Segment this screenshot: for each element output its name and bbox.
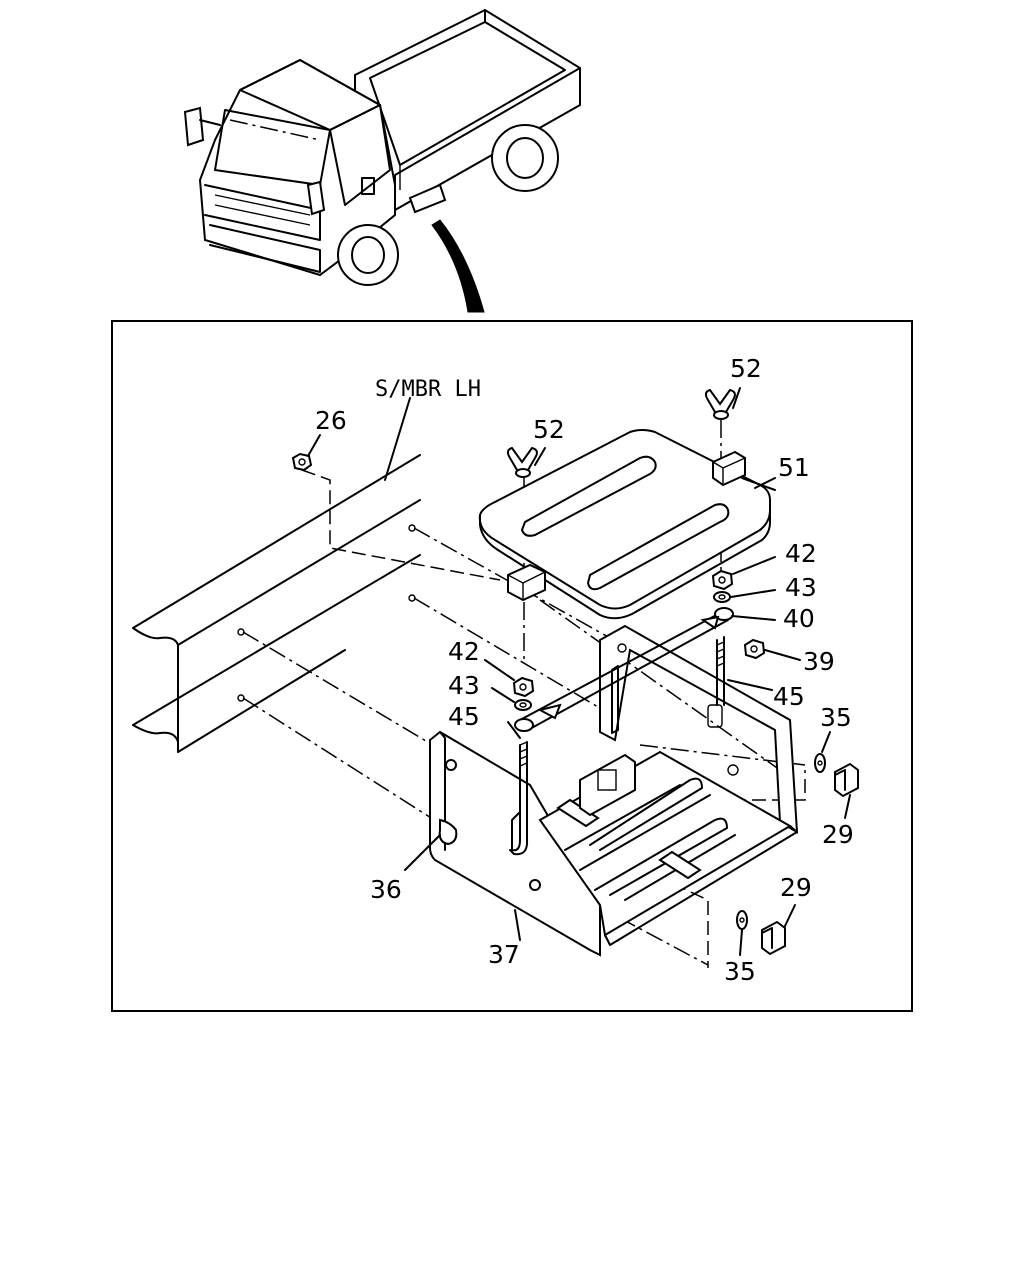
callout-51: 51	[778, 453, 810, 482]
wing-nut-left-part-52	[506, 446, 546, 478]
wing-nut-right-part-52	[704, 387, 741, 420]
hold-down-bar-part-40	[514, 607, 776, 732]
leader-51	[754, 477, 776, 489]
washer-right-part-43	[713, 589, 776, 603]
callout-45-left: 45	[448, 702, 480, 731]
hook-rod-right-part-45	[716, 636, 773, 706]
bolt-right-part-29	[834, 762, 859, 819]
bolt-bottom-part-29	[761, 904, 796, 956]
callout-52-right: 52	[730, 354, 762, 383]
washer-right-part-35	[814, 731, 831, 773]
truck-overview-illustration	[183, 8, 581, 313]
callout-37: 37	[488, 940, 520, 969]
nut-part-39	[743, 638, 801, 661]
leader-36	[404, 834, 441, 871]
flange-nut-part-26	[291, 434, 321, 472]
nut-left-part-42	[484, 659, 535, 698]
callout-35-bottom: 35	[724, 957, 756, 986]
callout-29-right: 29	[822, 820, 854, 849]
callout-42-right: 42	[785, 539, 817, 568]
washer-bottom-part-35	[736, 910, 748, 956]
callout-43-left: 43	[448, 671, 480, 700]
callout-40: 40	[783, 604, 815, 633]
callout-39: 39	[803, 647, 835, 676]
callout-43-right: 43	[785, 573, 817, 602]
callout-29-bottom: 29	[780, 873, 812, 902]
leader-37	[514, 909, 521, 941]
hook-rod-left-part-45	[507, 721, 529, 856]
nut-right-part-42	[711, 556, 776, 591]
callout-45-right: 45	[773, 682, 805, 711]
side-member-frame	[132, 397, 421, 753]
callout-35-right: 35	[820, 703, 852, 732]
callout-42-left: 42	[448, 637, 480, 666]
callout-26: 26	[315, 406, 347, 435]
label-frame-member: S/MBR LH	[375, 377, 481, 402]
detail-view-frame	[111, 320, 913, 1012]
washer-left-part-43	[491, 687, 532, 711]
callout-52-left: 52	[533, 415, 565, 444]
battery-cover-part-51	[478, 429, 776, 620]
battery-carrier-tray-part-37	[429, 624, 799, 957]
callout-36: 36	[370, 875, 402, 904]
